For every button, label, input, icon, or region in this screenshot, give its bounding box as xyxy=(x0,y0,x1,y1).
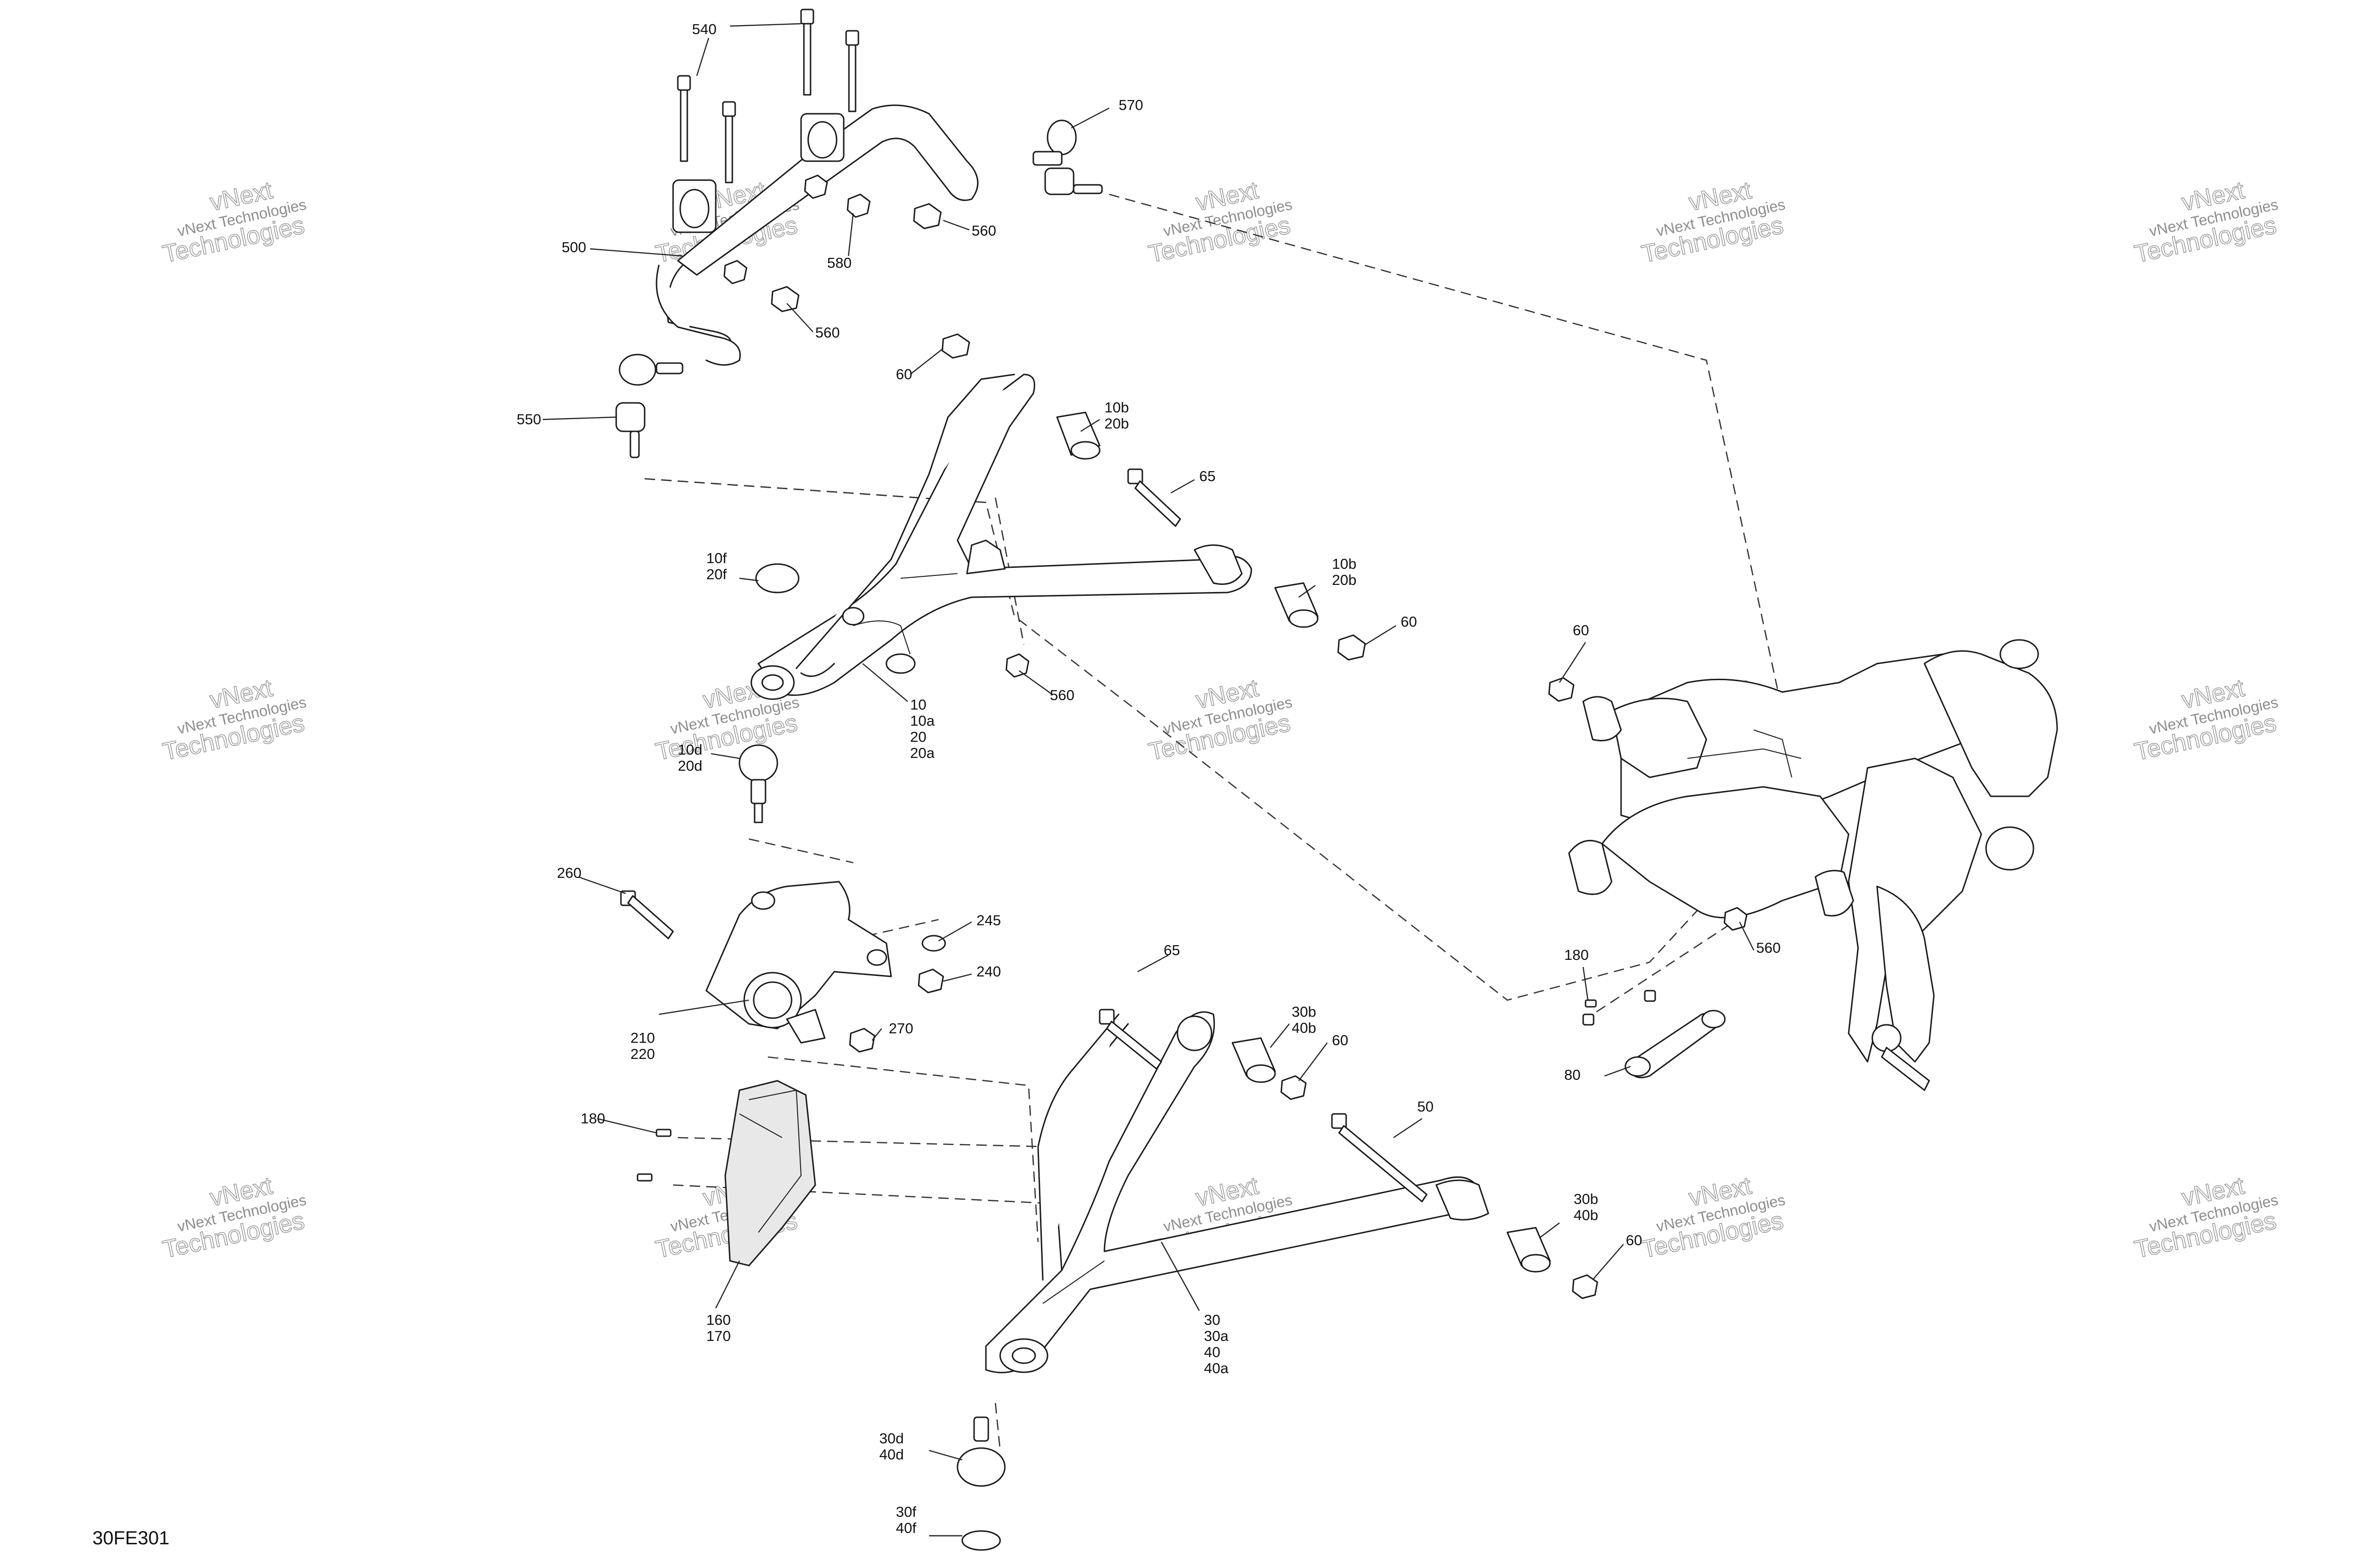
bolt xyxy=(1099,1009,1162,1070)
watermark: vNext vNext Technologies Technologies xyxy=(160,1172,308,1264)
nut xyxy=(913,203,942,229)
callout-60: 60 xyxy=(1573,622,1589,638)
callout-80: 80 xyxy=(1564,1067,1580,1083)
nut xyxy=(1337,634,1366,661)
callout-65: 65 xyxy=(1199,468,1215,484)
nut xyxy=(941,333,970,359)
callout-580: 580 xyxy=(827,255,852,271)
bolt xyxy=(1127,468,1181,527)
callout-50: 50 xyxy=(1417,1098,1433,1115)
screw xyxy=(656,1129,672,1137)
watermark: vNext vNext Technologies Technologies xyxy=(2132,674,2280,766)
bushing xyxy=(1506,1227,1551,1273)
callout-560: 560 xyxy=(1050,687,1075,703)
callout-260: 260 xyxy=(557,865,582,881)
screw xyxy=(637,1173,653,1182)
bolt xyxy=(845,30,859,112)
callout-180: 180 xyxy=(1564,947,1589,963)
guard-plate xyxy=(724,1080,816,1267)
bolt xyxy=(677,75,691,162)
watermark: vNext vNext Technologies Technologies xyxy=(1146,176,1294,269)
watermark: vNext vNext Technologies Technologies xyxy=(160,176,308,269)
callout-60: 60 xyxy=(1401,613,1417,630)
callout-245: 245 xyxy=(976,912,1001,929)
nut xyxy=(1005,653,1030,678)
callout-180: 180 xyxy=(581,1110,605,1127)
figure-code: 30FE301 xyxy=(92,1528,169,1549)
callout-500: 500 xyxy=(562,239,586,255)
callout-leaders xyxy=(542,23,1755,1537)
bushing xyxy=(1231,1037,1276,1083)
ball-joint-lower xyxy=(957,1416,1006,1487)
circlip xyxy=(961,1530,1001,1551)
nut xyxy=(1548,677,1575,702)
nut xyxy=(847,193,871,218)
lower-a-arm xyxy=(985,1011,1489,1374)
bolt xyxy=(1331,1113,1428,1203)
callout-560: 560 xyxy=(815,324,840,341)
bushing xyxy=(1274,582,1319,628)
bolt xyxy=(722,101,736,183)
stabilizer-bar-assembly xyxy=(656,9,979,366)
callout-560: 560 xyxy=(972,222,996,239)
nut xyxy=(804,174,828,199)
nut xyxy=(723,260,747,284)
callout-240: 240 xyxy=(976,963,1001,980)
callout-60: 60 xyxy=(896,366,912,383)
circlip xyxy=(755,563,800,593)
steering-knuckle xyxy=(705,881,892,1044)
stabilizer-link-lower xyxy=(615,354,684,458)
bushing xyxy=(1056,411,1101,460)
nut xyxy=(849,1028,875,1053)
callout-60: 60 xyxy=(1332,1032,1348,1048)
watermark: vNext vNext Technologies Technologies xyxy=(1639,1172,1787,1264)
callout-540: 540 xyxy=(692,21,717,37)
nut xyxy=(1280,1075,1307,1100)
nut xyxy=(918,968,944,994)
callout-550: 550 xyxy=(517,411,541,428)
screw xyxy=(1585,999,1597,1008)
watermark: vNext vNext Technologies Technologies xyxy=(2132,1172,2280,1264)
stabilizer-link-upper xyxy=(1032,119,1103,195)
callout-270: 270 xyxy=(889,1020,913,1037)
shackle-link xyxy=(1582,990,1726,1078)
watermark: vNext vNext Technologies Technologies xyxy=(1146,674,1294,766)
nut xyxy=(771,286,800,312)
watermark: vNext vNext Technologies Technologies xyxy=(160,674,308,766)
watermark: vNext vNext Technologies Technologies xyxy=(1639,176,1787,269)
bolt xyxy=(800,9,814,96)
callout-65: 65 xyxy=(1164,942,1180,958)
ball-joint-upper xyxy=(738,744,778,823)
assembly-guide-lines xyxy=(644,193,1783,1451)
watermark: vNext vNext Technologies Technologies xyxy=(2132,176,2280,269)
callout-560: 560 xyxy=(1756,939,1781,956)
callout-60: 60 xyxy=(1626,1232,1642,1249)
upper-a-arm xyxy=(750,374,1252,700)
washer xyxy=(921,935,946,952)
nut xyxy=(1572,1274,1598,1299)
bolt xyxy=(620,890,674,939)
assembled-suspension-view xyxy=(1548,639,2058,1091)
callout-570: 570 xyxy=(1119,97,1143,113)
